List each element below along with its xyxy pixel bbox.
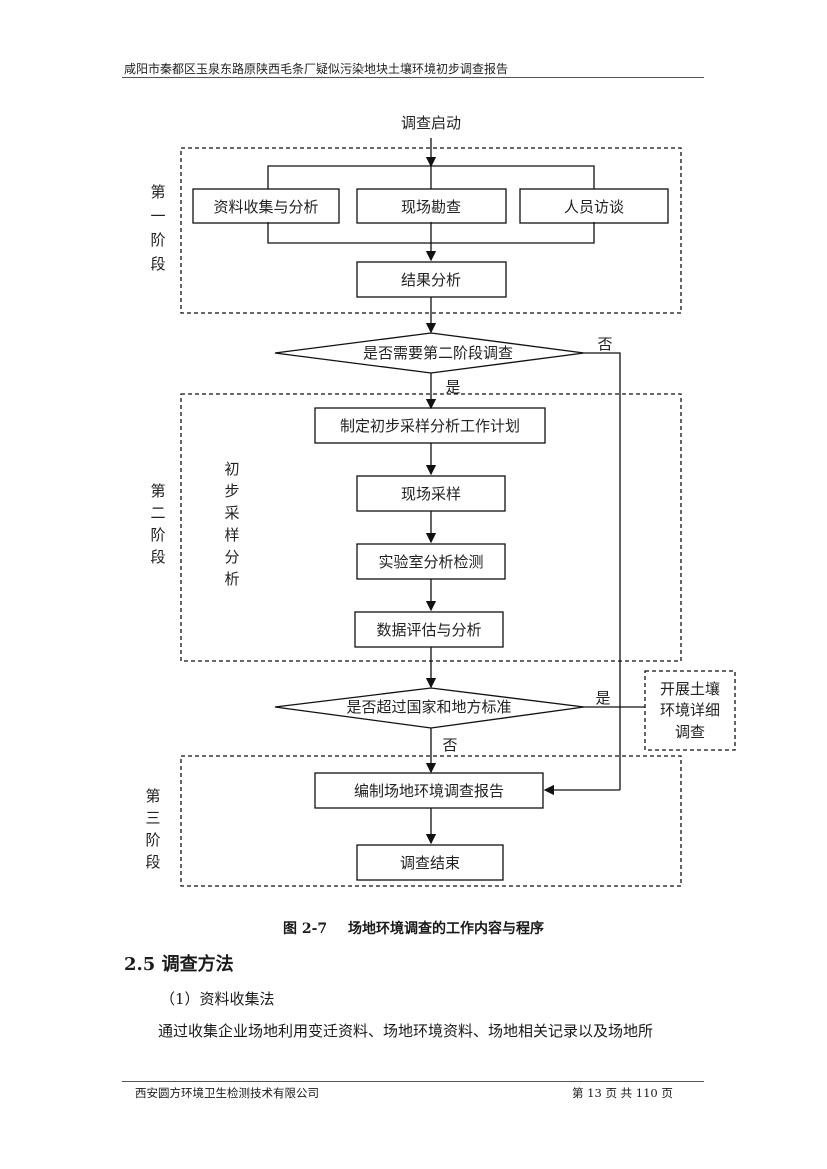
section-heading: 2.5 调查方法 xyxy=(124,954,234,975)
decision2-no: 否 xyxy=(442,736,457,754)
stage2-sublabel-5: 析 xyxy=(224,570,239,588)
stage3-label-2: 阶 xyxy=(145,831,160,849)
figure-number: 图 2-7 xyxy=(282,921,328,937)
box-data-collection: 资料收集与分析 xyxy=(213,198,318,216)
detail-box-line-1: 环境详细 xyxy=(660,701,720,719)
figure-caption: 图 2-7 场地环境调查的工作内容与程序 xyxy=(0,918,827,938)
detail-box-line-2: 调查 xyxy=(675,723,705,741)
step-compile-report: 编制场地环境调查报告 xyxy=(354,782,504,800)
decision2-text: 是否超过国家和地方标准 xyxy=(346,698,511,716)
box-interviews: 人员访谈 xyxy=(564,198,624,216)
footer-page-number: 第 13 页 共 110 页 xyxy=(572,1086,673,1100)
stage2-sublabel-2: 采 xyxy=(224,504,239,522)
decision1-text: 是否需要第二阶段调查 xyxy=(363,344,513,362)
detail-frame xyxy=(644,670,736,751)
stage2-label-0: 第 xyxy=(150,482,165,500)
footer-rule xyxy=(122,1081,704,1082)
stage2-sublabel-4: 分 xyxy=(224,548,239,566)
box-site-survey: 现场勘查 xyxy=(401,198,461,216)
figure-title: 场地环境调查的工作内容与程序 xyxy=(348,921,545,937)
decision1-no: 否 xyxy=(597,335,612,353)
running-header: 咸阳市秦都区玉泉东路原陕西毛条厂疑似污染地块土壤环境初步调查报告 xyxy=(124,62,509,76)
decision1-yes: 是 xyxy=(445,378,460,396)
stage3-label-3: 段 xyxy=(145,853,160,871)
step-lab-analysis: 实验室分析检测 xyxy=(378,553,483,571)
stage3-label-1: 三 xyxy=(145,809,160,827)
stage1-frame xyxy=(180,147,682,314)
stage2-sublabel-1: 步 xyxy=(224,482,239,500)
step-sampling-plan: 制定初步采样分析工作计划 xyxy=(340,417,520,435)
step-field-sampling: 现场采样 xyxy=(401,485,461,503)
decision2-yes: 是 xyxy=(595,689,610,707)
stage3-label-0: 第 xyxy=(145,787,160,805)
step-data-evaluation: 数据评估与分析 xyxy=(376,621,481,639)
stage1-label-2: 阶 xyxy=(150,231,165,249)
body-paragraph: 通过收集企业场地利用变迁资料、场地环境资料、场地相关记录以及场地所 xyxy=(158,1022,654,1040)
stage1-label-1: 一 xyxy=(150,207,165,225)
flowchart: 调查启动 第 一 阶 段 资料收集与分析 现场勘查 人员访谈 结果分析 是否需要… xyxy=(145,114,736,887)
stage2-sublabel-3: 样 xyxy=(224,526,239,544)
footer-company: 西安圆方环境卫生检测技术有限公司 xyxy=(135,1086,319,1100)
detail-box-line-0: 开展土壤 xyxy=(660,680,720,698)
stage2-label-1: 二 xyxy=(150,504,165,522)
stage2-label-2: 阶 xyxy=(150,526,165,544)
subsection-heading: （1）资料收集法 xyxy=(160,990,275,1008)
stage1-label-0: 第 xyxy=(150,183,165,201)
stage2-label-3: 段 xyxy=(150,548,165,566)
header-rule xyxy=(122,77,704,78)
stage2-sublabel-0: 初 xyxy=(224,460,239,478)
box-result-analysis: 结果分析 xyxy=(401,271,461,289)
start-label: 调查启动 xyxy=(401,114,461,132)
step-end: 调查结束 xyxy=(400,854,460,872)
stage1-label-3: 段 xyxy=(150,255,165,273)
